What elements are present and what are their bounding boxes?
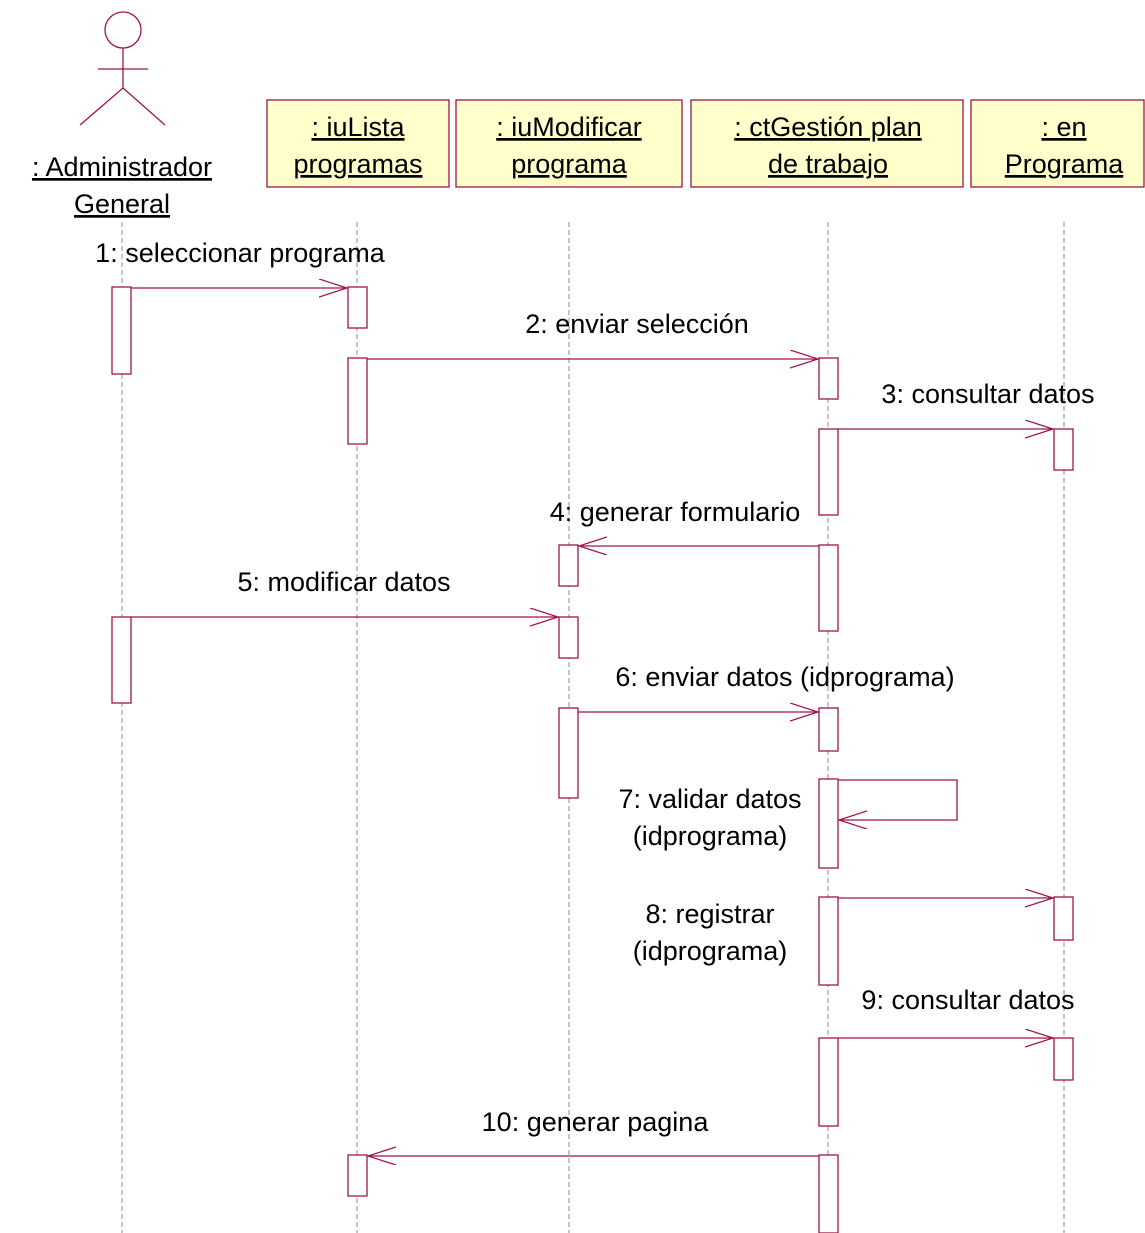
object-label: Programa (1005, 149, 1125, 179)
object-iumodificar-programa: : iuModificar programa (455, 99, 683, 188)
message-label-6: 6: enviar datos (idprograma) (615, 662, 954, 692)
object-iulista-programas: : iuLista programas (266, 99, 450, 188)
activation-bar (818, 428, 839, 516)
message-label-10: 10: generar pagina (482, 1107, 710, 1137)
object-ctgestion-plan: : ctGestión plan de trabajo (690, 99, 964, 188)
object-label: : iuModificar (496, 112, 642, 142)
activation-bar (558, 707, 579, 799)
message-label-8: (idprograma) (633, 936, 788, 966)
object-label: programa (511, 149, 628, 179)
stick-figure-icon (79, 11, 166, 126)
message-arrow-7 (838, 779, 958, 820)
object-en-programa: : en Programa (970, 99, 1145, 188)
object-label: : iuLista (311, 112, 405, 142)
object-label: programas (293, 149, 422, 179)
activation-bar (818, 896, 839, 986)
activation-bar (347, 286, 368, 329)
activation-bar (558, 544, 579, 587)
activation-bar (818, 357, 839, 400)
object-box (266, 99, 450, 188)
activation-bar (1053, 896, 1074, 941)
message-label-4: 4: generar formulario (550, 497, 801, 527)
object-label: de trabajo (768, 149, 888, 179)
message-label-3: 3: consultar datos (881, 379, 1094, 409)
actor-label: General (74, 189, 170, 219)
activation-bar (818, 707, 839, 752)
message-label-9: 9: consultar datos (861, 985, 1074, 1015)
message-label-7: (idprograma) (633, 821, 788, 851)
activation-bar (818, 544, 839, 632)
activation-bar (111, 286, 132, 375)
message-label-7: 7: validar datos (618, 784, 801, 814)
object-box (690, 99, 964, 188)
activation-bar (347, 1154, 368, 1197)
actor-label: : Administrador (32, 152, 212, 182)
activation-bar (1053, 1037, 1074, 1081)
activation-bar (1053, 428, 1074, 471)
message-label-2: 2: enviar selección (525, 309, 749, 339)
object-label: : ctGestión plan (734, 112, 922, 142)
message-label-5: 5: modificar datos (237, 567, 450, 597)
object-box (970, 99, 1145, 188)
activation-bar (818, 1037, 839, 1127)
object-label: : en (1041, 112, 1086, 142)
activation-bar (558, 616, 579, 659)
actor-administrador: : Administrador General (32, 11, 212, 219)
message-label-1: 1: seleccionar programa (95, 238, 386, 268)
object-box (455, 99, 683, 188)
activation-bar (818, 1154, 839, 1233)
message-label-8: 8: registrar (645, 899, 774, 929)
activation-bar (347, 357, 368, 445)
activation-bar (111, 616, 132, 704)
activation-bar (818, 778, 839, 869)
